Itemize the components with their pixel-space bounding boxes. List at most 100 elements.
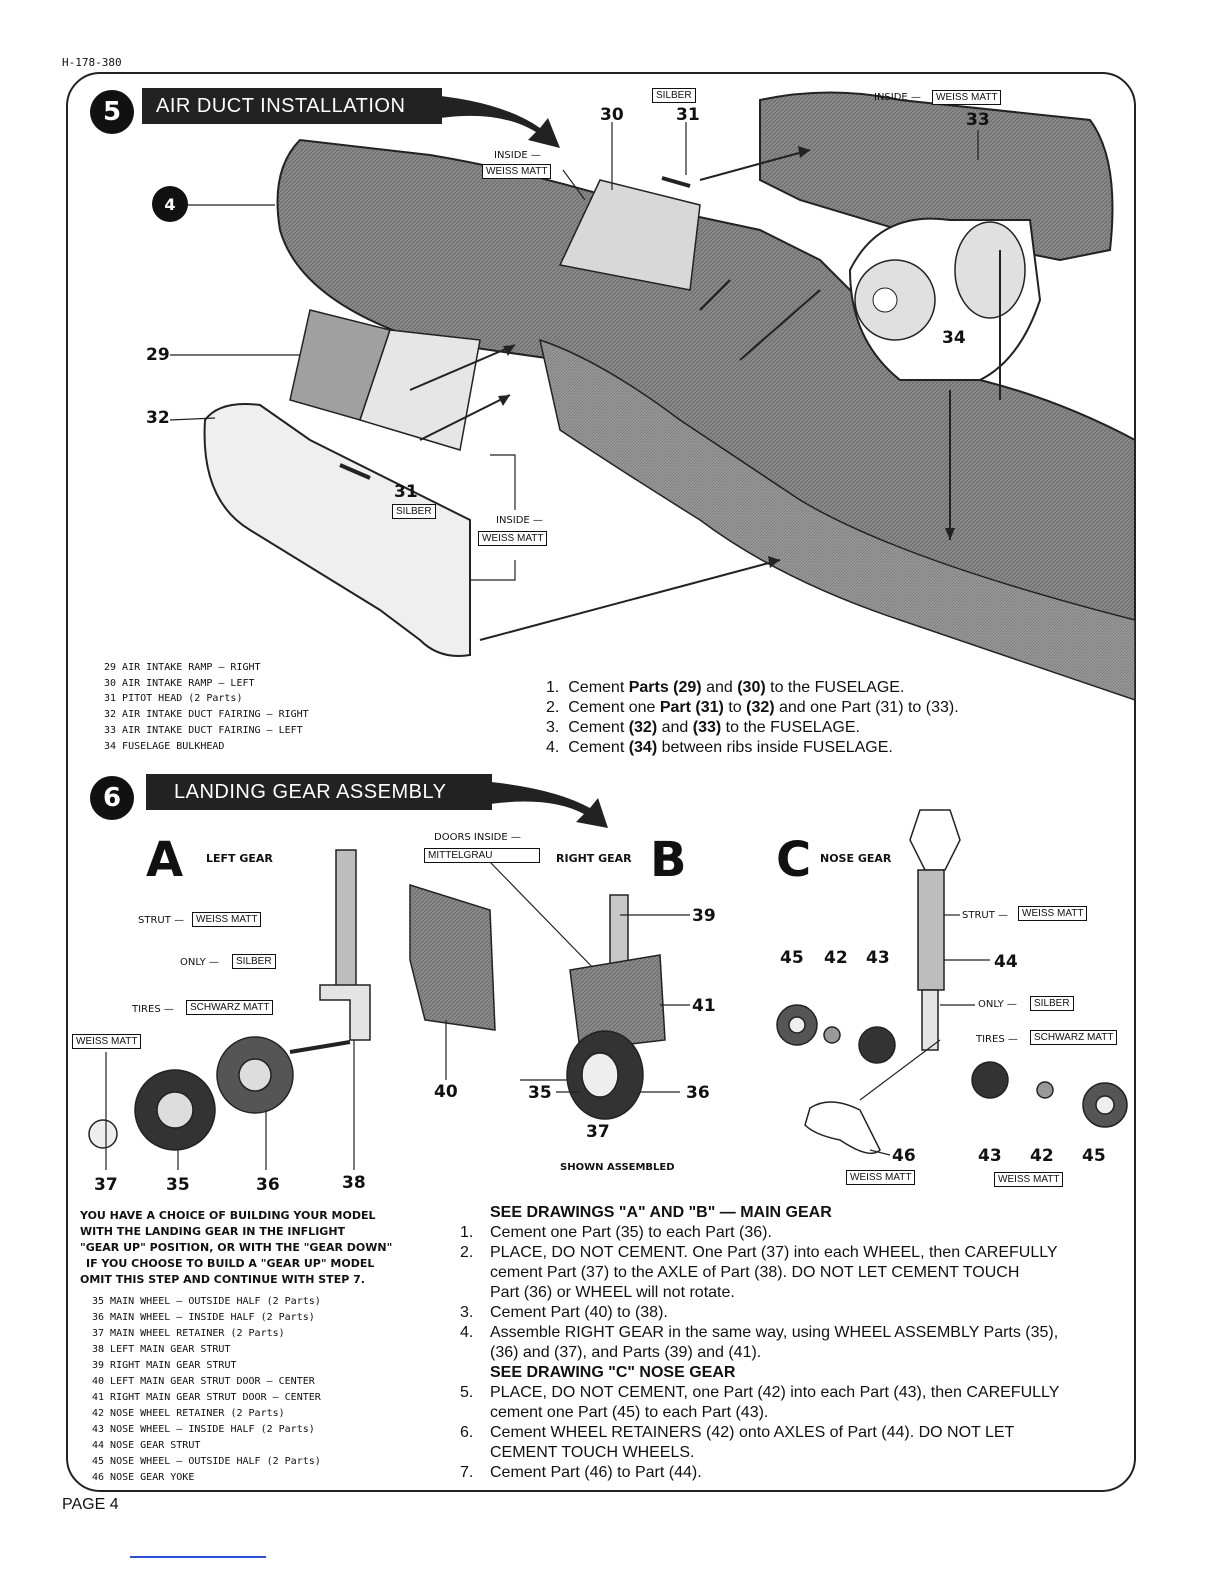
part-46: 46 NOSE GEAR YOKE (92, 1472, 195, 1483)
callout-42-c-top: 42 (824, 948, 848, 968)
callout-30: 30 (600, 105, 624, 125)
part-35: 35 MAIN WHEEL — OUTSIDE HALF (2 Parts) (92, 1296, 321, 1307)
inside-30-note: INSIDE — (494, 150, 541, 161)
drawing-a-letter: A (146, 832, 184, 888)
only-note-c: ONLY — (978, 999, 1017, 1010)
step6-instr-2: 2.PLACE, DO NOT CEMENT. One Part (37) in… (460, 1244, 1058, 1261)
shown-assembled-label: SHOWN ASSEMBLED (560, 1162, 675, 1173)
page-frame (66, 72, 1136, 1492)
part-34: 34 FUSELAGE BULKHEAD (104, 740, 225, 752)
step6-instr-3: 3.Cement Part (40) to (38). (460, 1304, 668, 1321)
inside-33-note: INSIDE — (874, 92, 921, 103)
tag-silber-31-left: SILBER (392, 504, 436, 519)
part-42: 42 NOSE WHEEL RETAINER (2 Parts) (92, 1408, 285, 1419)
callout-38-a: 38 (342, 1173, 366, 1193)
step-5-parts-list: 29 AIR INTAKE RAMP — RIGHT 30 AIR INTAKE… (104, 660, 309, 754)
callout-31-top: 31 (676, 105, 700, 125)
choice-note-line: IF YOU CHOOSE TO BUILD A "GEAR UP" MODEL (86, 1257, 375, 1270)
drawing-a-label: LEFT GEAR (206, 852, 273, 865)
heading-main-gear: SEE DRAWINGS "A" AND "B" — MAIN GEAR (490, 1204, 832, 1221)
heading-nose-gear: SEE DRAWING "C" NOSE GEAR (490, 1364, 736, 1381)
tag-weiss-matt-32: WEISS MATT (478, 531, 548, 546)
callout-36-b: 36 (686, 1083, 710, 1103)
drawing-b-label: RIGHT GEAR (556, 852, 632, 865)
step-6-parts-list: 35 MAIN WHEEL — OUTSIDE HALF (2 Parts) 3… (92, 1294, 321, 1486)
part-29: 29 AIR INTAKE RAMP — RIGHT (104, 662, 261, 673)
tires-note-a: TIRES — (132, 1004, 174, 1015)
ref-step-4-circle: 4 (152, 186, 188, 222)
step6-instr-6: 6.Cement WHEEL RETAINERS (42) onto AXLES… (460, 1424, 1015, 1441)
callout-37-b: 37 (586, 1122, 610, 1142)
page-number: PAGE 4 (62, 1496, 119, 1513)
gear-choice-note: YOU HAVE A CHOICE OF BUILDING YOUR MODEL… (80, 1208, 392, 1288)
drawing-c-label: NOSE GEAR (820, 852, 892, 865)
callout-42-c-bottom: 42 (1030, 1146, 1054, 1166)
step-5-circle: 5 (90, 90, 134, 134)
document-id: H-178-380 (62, 56, 122, 69)
choice-note-line: YOU HAVE A CHOICE OF BUILDING YOUR MODEL (80, 1209, 376, 1222)
part-38: 38 LEFT MAIN GEAR STRUT (92, 1344, 231, 1355)
step-6-instructions: SEE DRAWINGS "A" AND "B" — MAIN GEAR 1.C… (460, 1203, 1120, 1483)
doors-inside-note: DOORS INSIDE — (434, 832, 521, 843)
step-6-banner: LANDING GEAR ASSEMBLY (146, 774, 492, 810)
step5-instr-2: 2. Cement one Part (31) to (32) and one … (546, 699, 959, 716)
tag-weiss-matt-33: WEISS MATT (932, 90, 1002, 105)
callout-32: 32 (146, 408, 170, 428)
tag-weiss-matt-37: WEISS MATT (72, 1034, 142, 1049)
strut-note-c: STRUT — (962, 910, 1009, 921)
part-44: 44 NOSE GEAR STRUT (92, 1440, 201, 1451)
step6-instr-6b: CEMENT TOUCH WHEELS. (490, 1444, 695, 1461)
part-41: 41 RIGHT MAIN GEAR STRUT DOOR — CENTER (92, 1392, 321, 1403)
part-45: 45 NOSE WHEEL — OUTSIDE HALF (2 Parts) (92, 1456, 321, 1467)
choice-note-line: WITH THE LANDING GEAR IN THE INFLIGHT (80, 1225, 346, 1238)
drawing-c-letter: C (776, 832, 812, 888)
callout-45-c-top: 45 (780, 948, 804, 968)
strut-note-a: STRUT — (138, 915, 185, 926)
inside-32-note: INSIDE — (496, 515, 543, 526)
callout-46-c: 46 (892, 1146, 916, 1166)
tag-only-silber-c: SILBER (1030, 996, 1074, 1011)
step5-instr-1: 1. Cement Parts (29) and (30) to the FUS… (546, 679, 905, 696)
step6-instr-7: 7.Cement Part (46) to Part (44). (460, 1464, 702, 1481)
tag-silber-31: SILBER (652, 88, 696, 103)
step5-instr-3: 3. Cement (32) and (33) to the FUSELAGE. (546, 719, 860, 736)
step-6-circle: 6 (90, 776, 134, 820)
callout-43-c-top: 43 (866, 948, 890, 968)
tag-mittelgrau: MITTELGRAU (424, 848, 540, 863)
tag-weiss-matt-46: WEISS MATT (846, 1170, 916, 1185)
part-32: 32 AIR INTAKE DUCT FAIRING — RIGHT (104, 709, 309, 721)
only-note-a: ONLY — (180, 957, 219, 968)
part-36: 36 MAIN WHEEL — INSIDE HALF (2 Parts) (92, 1312, 315, 1323)
tag-strut-weiss-matt-c: WEISS MATT (1018, 906, 1088, 921)
callout-36-a: 36 (256, 1175, 280, 1195)
callout-37-a: 37 (94, 1175, 118, 1195)
step5-instr-4: 4. Cement (34) between ribs inside FUSEL… (546, 739, 893, 756)
callout-40-a: 40 (434, 1082, 458, 1102)
part-37: 37 MAIN WHEEL RETAINER (2 Parts) (92, 1328, 285, 1339)
step6-instr-4: 4.Assemble RIGHT GEAR in the same way, u… (460, 1324, 1059, 1341)
step6-instr-1: 1.Cement one Part (35) to each Part (36)… (460, 1224, 772, 1241)
tag-only-silber-a: SILBER (232, 954, 276, 969)
drawing-b-letter: B (650, 832, 687, 888)
tag-weiss-matt-45: WEISS MATT (994, 1172, 1064, 1187)
step-5-instructions: 1. Cement Parts (29) and (30) to the FUS… (546, 678, 959, 758)
step6-instr-5: 5.PLACE, DO NOT CEMENT, one Part (42) in… (460, 1384, 1060, 1401)
tag-weiss-matt-30: WEISS MATT (482, 164, 552, 179)
choice-note-line: OMIT THIS STEP AND CONTINUE WITH STEP 7. (80, 1273, 365, 1286)
callout-35-b: 35 (528, 1083, 552, 1103)
part-40: 40 LEFT MAIN GEAR STRUT DOOR — CENTER (92, 1376, 315, 1387)
tires-note-c: TIRES — (976, 1034, 1018, 1045)
callout-34: 34 (942, 328, 966, 348)
step6-instr-2b: cement Part (37) to the AXLE of Part (38… (490, 1264, 1020, 1281)
part-31: 31 PITOT HEAD (2 Parts) (104, 693, 243, 705)
callout-33: 33 (966, 110, 990, 130)
callout-43-c-bottom: 43 (978, 1146, 1002, 1166)
step-5-banner: AIR DUCT INSTALLATION (142, 88, 442, 124)
tag-strut-weiss-matt-a: WEISS MATT (192, 912, 262, 927)
step6-instr-5b: cement one Part (45) to each Part (43). (490, 1404, 769, 1421)
part-43: 43 NOSE WHEEL — INSIDE HALF (2 Parts) (92, 1424, 315, 1435)
tag-tires-schwarz-matt-a: SCHWARZ MATT (186, 1000, 274, 1015)
